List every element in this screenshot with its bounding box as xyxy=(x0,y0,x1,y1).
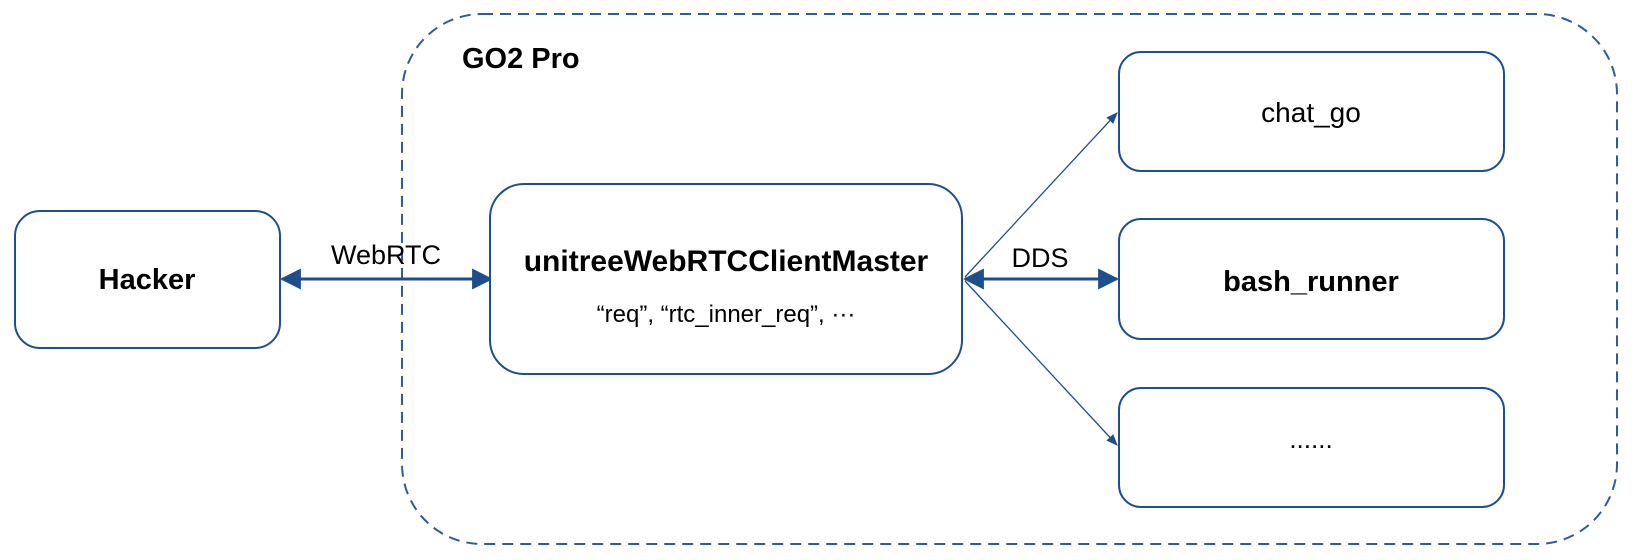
edge-to-chat-go xyxy=(964,112,1118,278)
group-title: GO2 Pro xyxy=(462,43,580,75)
edge-webrtc-label: WebRTC xyxy=(331,240,441,270)
master-title: unitreeWebRTCClientMaster xyxy=(524,245,929,278)
more-label: ...... xyxy=(1289,424,1332,454)
bash-runner-node: bash_runner xyxy=(1118,218,1505,340)
edge-dds-label: DDS xyxy=(1011,243,1068,273)
master-subtitle: “req”, “rtc_inner_req”, ··· xyxy=(597,301,856,328)
more-node: ...... xyxy=(1118,387,1505,508)
bash-runner-label: bash_runner xyxy=(1223,266,1399,298)
edge-to-more xyxy=(964,280,1118,446)
hacker-node: Hacker xyxy=(14,210,281,349)
hacker-label: Hacker xyxy=(99,264,196,296)
master-node: unitreeWebRTCClientMaster “req”, “rtc_in… xyxy=(489,183,963,375)
go2-pro-group xyxy=(401,13,1618,545)
chat-go-label: chat_go xyxy=(1261,97,1361,128)
chat-go-node: chat_go xyxy=(1118,51,1505,172)
